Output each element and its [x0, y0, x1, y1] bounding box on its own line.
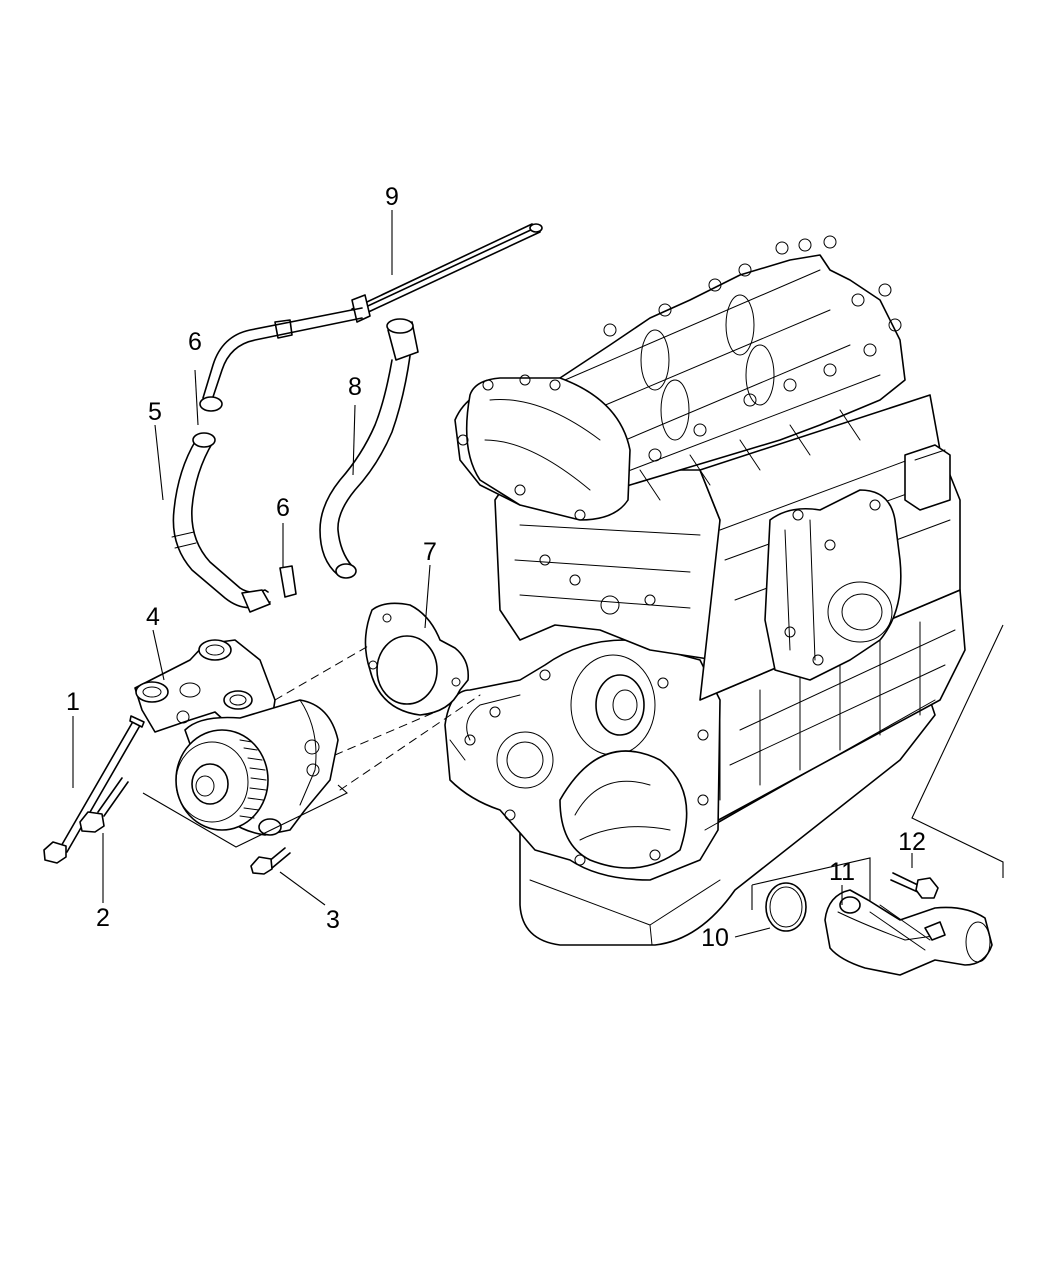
leader-lines: [72, 210, 913, 938]
callout-10: 10: [701, 924, 729, 952]
hose-clamp-icon: [199, 396, 223, 412]
callout-8: 8: [348, 373, 362, 401]
callout-5: 5: [148, 398, 162, 426]
hose-clamp-icon: [279, 565, 297, 598]
callout-9: 9: [385, 183, 399, 211]
gasket-icon: [364, 602, 470, 716]
bolt-icon: [890, 872, 939, 899]
callout-labels: 1 2 3 4 5 6 6 7 8 9 10 11 12: [66, 183, 926, 952]
callout-4: 4: [146, 603, 160, 631]
coolant-outlet-icon: [824, 889, 993, 976]
coolant-hose-icon: [171, 432, 271, 613]
callout-7: 7: [423, 538, 437, 566]
callout-6-upper: 6: [188, 328, 202, 356]
callout-6-lower: 6: [276, 494, 290, 522]
bolt-small-icon: [250, 847, 291, 875]
o-ring-icon: [765, 882, 807, 932]
bolt-long-icon: [43, 715, 145, 864]
o-ring-inner: [769, 886, 803, 928]
bolt-short-icon: [79, 777, 129, 833]
callout-12: 12: [898, 828, 926, 856]
callout-1: 1: [66, 688, 80, 716]
group-bracket-line: [911, 624, 1004, 878]
callout-3: 3: [326, 906, 340, 934]
callout-11: 11: [829, 858, 855, 886]
bolt-group-line: [142, 784, 348, 848]
callout-2: 2: [96, 904, 110, 932]
coolant-hose-icon: [319, 318, 419, 579]
coolant-tube-icon: [202, 223, 543, 401]
engine-block-icon: [444, 235, 966, 946]
water-pump-icon: [134, 639, 481, 836]
